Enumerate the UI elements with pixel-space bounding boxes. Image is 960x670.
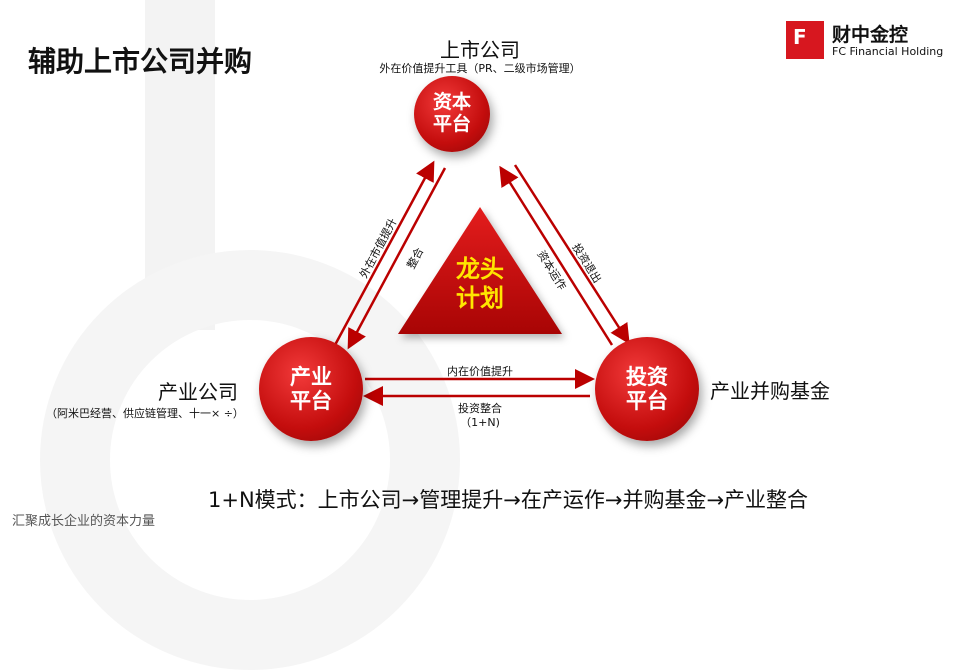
mode-text: 1+N模式：上市公司→管理提升→在产运作→并购基金→产业整合 bbox=[208, 488, 809, 512]
arrow-right-outer bbox=[513, 164, 630, 345]
capital-line1: 资本 bbox=[432, 91, 471, 114]
arrow-left-outer bbox=[333, 160, 435, 346]
investment-line2: 平台 bbox=[626, 389, 668, 413]
label-bottom-line2: （1+N) bbox=[460, 416, 500, 430]
left-node-subtitle: （阿米巴经营、供应链管理、十一× ÷） bbox=[46, 407, 244, 420]
arrow-left-inner bbox=[347, 167, 447, 350]
investment-platform-node: 投资平台 bbox=[595, 337, 699, 441]
left-node-title: 产业公司 bbox=[158, 380, 238, 404]
logo-icon: F bbox=[786, 21, 824, 59]
label-bottom-top: 内在价值提升 bbox=[447, 365, 513, 378]
industry-line2: 平台 bbox=[290, 389, 332, 413]
investment-line1: 投资 bbox=[626, 364, 668, 389]
label-bottom-line1: 投资整合 bbox=[458, 402, 502, 415]
center-label: 龙头计划 bbox=[440, 255, 520, 313]
center-line2: 计划 bbox=[456, 283, 504, 312]
capital-platform-node: 资本平台 bbox=[414, 76, 490, 152]
top-node-subtitle: 外在价值提升工具（PR、二级市场管理） bbox=[379, 62, 581, 75]
industry-line1: 产业 bbox=[290, 364, 332, 389]
center-line1: 龙头 bbox=[456, 255, 504, 283]
capital-line2: 平台 bbox=[432, 113, 471, 135]
logo-cn: 财中金控 bbox=[832, 24, 909, 46]
arrow-right-inner bbox=[499, 165, 614, 346]
label-bottom-bottom: 投资整合（1+N) bbox=[430, 402, 530, 431]
page-title: 辅助上市公司并购 bbox=[28, 45, 253, 78]
industry-platform-node: 产业平台 bbox=[259, 337, 363, 441]
footer-slogan: 汇聚成长企业的资本力量 bbox=[12, 514, 156, 529]
diagram-svg bbox=[333, 160, 630, 406]
center-triangle bbox=[398, 207, 562, 334]
right-node-title: 产业并购基金 bbox=[710, 379, 830, 403]
top-node-title: 上市公司 bbox=[440, 38, 520, 62]
logo-en: FC Financial Holding bbox=[832, 45, 944, 58]
